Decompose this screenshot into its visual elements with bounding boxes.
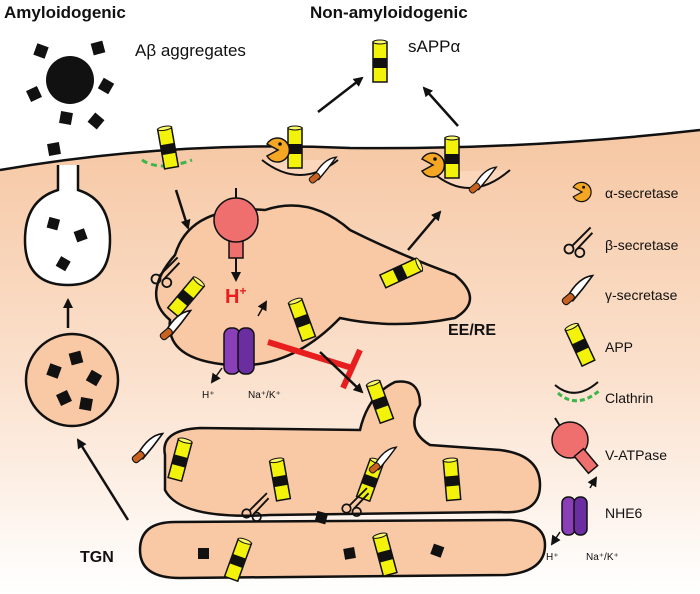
legend-item-app: APP <box>563 321 633 367</box>
svg-text:β-secretase: β-secretase <box>605 237 679 253</box>
non-amyloidogenic-title: Non-amyloidogenic <box>310 3 468 22</box>
abeta-aggregates-label: Aβ aggregates <box>135 41 246 60</box>
trafficking-arrows <box>63 76 459 521</box>
svg-text:γ-secretase: γ-secretase <box>605 287 678 303</box>
app-protein <box>287 125 303 169</box>
app-protein <box>444 135 460 179</box>
nhe6-h-label: H⁺ <box>202 390 215 401</box>
legend-item-v-atpase: V-ATPase <box>551 417 667 475</box>
proton-label: H+ <box>225 284 246 308</box>
app-protein <box>442 456 462 502</box>
legend: α-secretase β-secretase γ-secretase APP … <box>546 181 679 563</box>
abeta-aggregate-cluster <box>26 40 115 156</box>
amyloidogenic-title: Amyloidogenic <box>4 3 126 22</box>
inhibition-arrow <box>267 339 363 390</box>
legend-item-beta-secretase: β-secretase <box>563 226 679 259</box>
late-endosome <box>24 332 120 428</box>
legend-item-clathrin: Clathrin <box>554 381 653 406</box>
sappa-label: sAPPα <box>408 37 461 56</box>
exocytic-vesicle <box>23 165 112 287</box>
svg-text:Clathrin: Clathrin <box>605 390 653 406</box>
svg-text:H⁺: H⁺ <box>546 552 559 563</box>
legend-item-nhe6: NHE6 H⁺ Na⁺/K⁺ <box>546 476 643 563</box>
legend-item-gamma-secretase: γ-secretase <box>560 274 678 307</box>
nhe6-icon <box>210 300 267 384</box>
ee-re-label: EE/RE <box>448 322 496 339</box>
tgn-label: TGN <box>80 549 114 566</box>
svg-text:NHE6: NHE6 <box>605 505 643 521</box>
v-atpase-icon <box>213 188 259 259</box>
app-protein <box>372 39 388 83</box>
svg-text:V-ATPase: V-ATPase <box>605 447 667 463</box>
svg-text:α-secretase: α-secretase <box>605 185 679 201</box>
svg-text:H+: H+ <box>225 284 246 308</box>
nhe6-na-k-label: Na⁺/K⁺ <box>248 390 281 401</box>
svg-text:APP: APP <box>605 339 633 355</box>
svg-text:Na⁺/K⁺: Na⁺/K⁺ <box>586 552 619 563</box>
legend-item-alpha-secretase: α-secretase <box>572 181 679 203</box>
